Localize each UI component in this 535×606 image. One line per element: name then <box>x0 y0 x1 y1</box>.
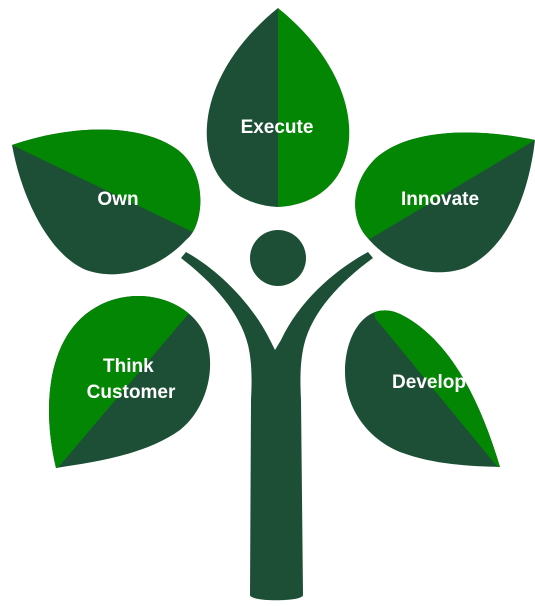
leaf-execute: Execute <box>206 8 350 207</box>
leaf-own-label: Own <box>97 189 138 210</box>
leaf-execute-dark-half <box>206 8 278 207</box>
tree-trunk <box>181 252 373 601</box>
leaf-think-customer: Think Customer <box>48 296 211 468</box>
leaf-execute-label: Execute <box>241 117 314 138</box>
leaf-develop-label: Develop <box>392 372 466 393</box>
leaf-execute-bright-half <box>278 8 350 207</box>
leaf-innovate-label: Innovate <box>401 189 479 210</box>
tree-head <box>250 230 306 286</box>
leaf-develop: Develop <box>345 310 500 467</box>
leaf-think-customer-label: Think Customer <box>87 356 176 403</box>
